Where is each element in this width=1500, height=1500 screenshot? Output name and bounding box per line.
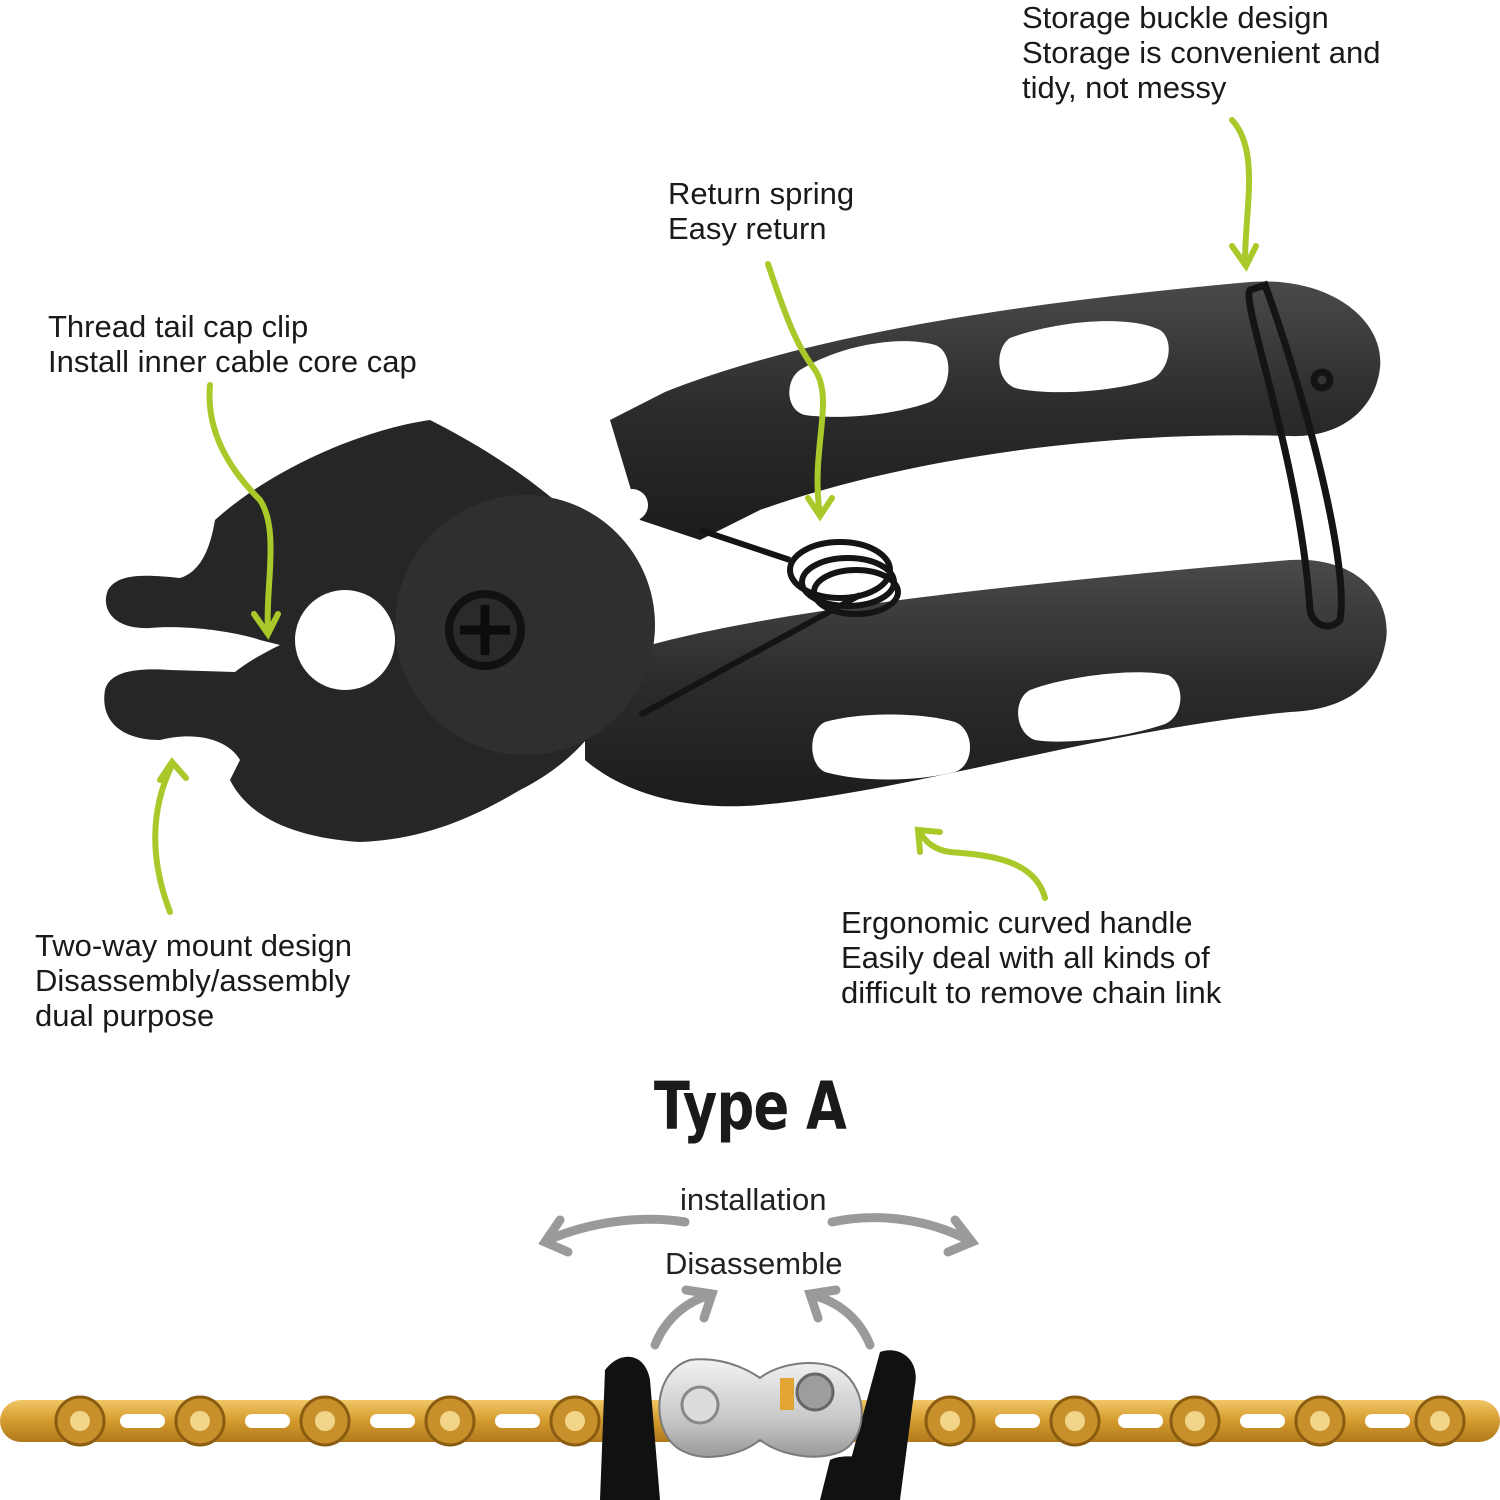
storage-buckle xyxy=(1245,280,1345,630)
callout-thread-tail: Thread tail cap clip Install inner cable… xyxy=(48,309,417,379)
arrow-installation-right xyxy=(827,1213,973,1245)
callout-storage-buckle: Storage buckle design Storage is conveni… xyxy=(1022,0,1380,105)
return-spring xyxy=(638,527,901,718)
callout-line: Easy return xyxy=(668,211,827,246)
callout-return-spring: Return spring Easy return xyxy=(668,176,854,246)
callout-line: Thread tail cap clip xyxy=(48,309,309,344)
upper-handle xyxy=(610,281,1381,540)
lower-handle xyxy=(585,559,1387,807)
callout-line: difficult to remove chain link xyxy=(841,975,1222,1010)
arrow-thread xyxy=(206,382,274,633)
callout-ergonomic: Ergonomic curved handle Easily deal with… xyxy=(841,905,1221,1010)
type-title: Type A xyxy=(653,1068,847,1145)
installation-label: installation xyxy=(680,1182,827,1217)
arrow-disassemble-left xyxy=(650,1290,715,1350)
arrow-disassemble-right xyxy=(807,1290,875,1350)
callout-line: Disassembly/assembly xyxy=(35,963,351,998)
disassemble-label: Disassemble xyxy=(665,1246,843,1281)
arrow-ergonomic xyxy=(917,829,1048,901)
callout-line: Install inner cable core cap xyxy=(48,344,417,379)
callout-line: Ergonomic curved handle xyxy=(841,905,1193,940)
callout-line: dual purpose xyxy=(35,998,215,1033)
action-arrows xyxy=(538,1213,980,1350)
handle-slots xyxy=(789,321,1181,780)
arrow-storage xyxy=(1229,117,1252,265)
callout-line: Return spring xyxy=(668,176,855,211)
callout-line: Two-way mount design xyxy=(35,928,353,963)
callout-line: tidy, not messy xyxy=(1022,70,1227,105)
callout-arrows xyxy=(152,117,1259,915)
callout-line: Easily deal with all kinds of xyxy=(841,940,1210,975)
chain-link-pliers xyxy=(104,280,1387,842)
arrow-two-way xyxy=(152,762,175,915)
callout-line: Storage buckle design xyxy=(1022,0,1329,35)
callout-line: Storage is convenient and xyxy=(1022,35,1381,70)
callout-two-way: Two-way mount design Disassembly/assembl… xyxy=(35,928,352,1033)
arrow-installation-left xyxy=(543,1214,690,1245)
bicycle-chain xyxy=(0,1350,1500,1500)
arrow-spring xyxy=(765,261,827,518)
